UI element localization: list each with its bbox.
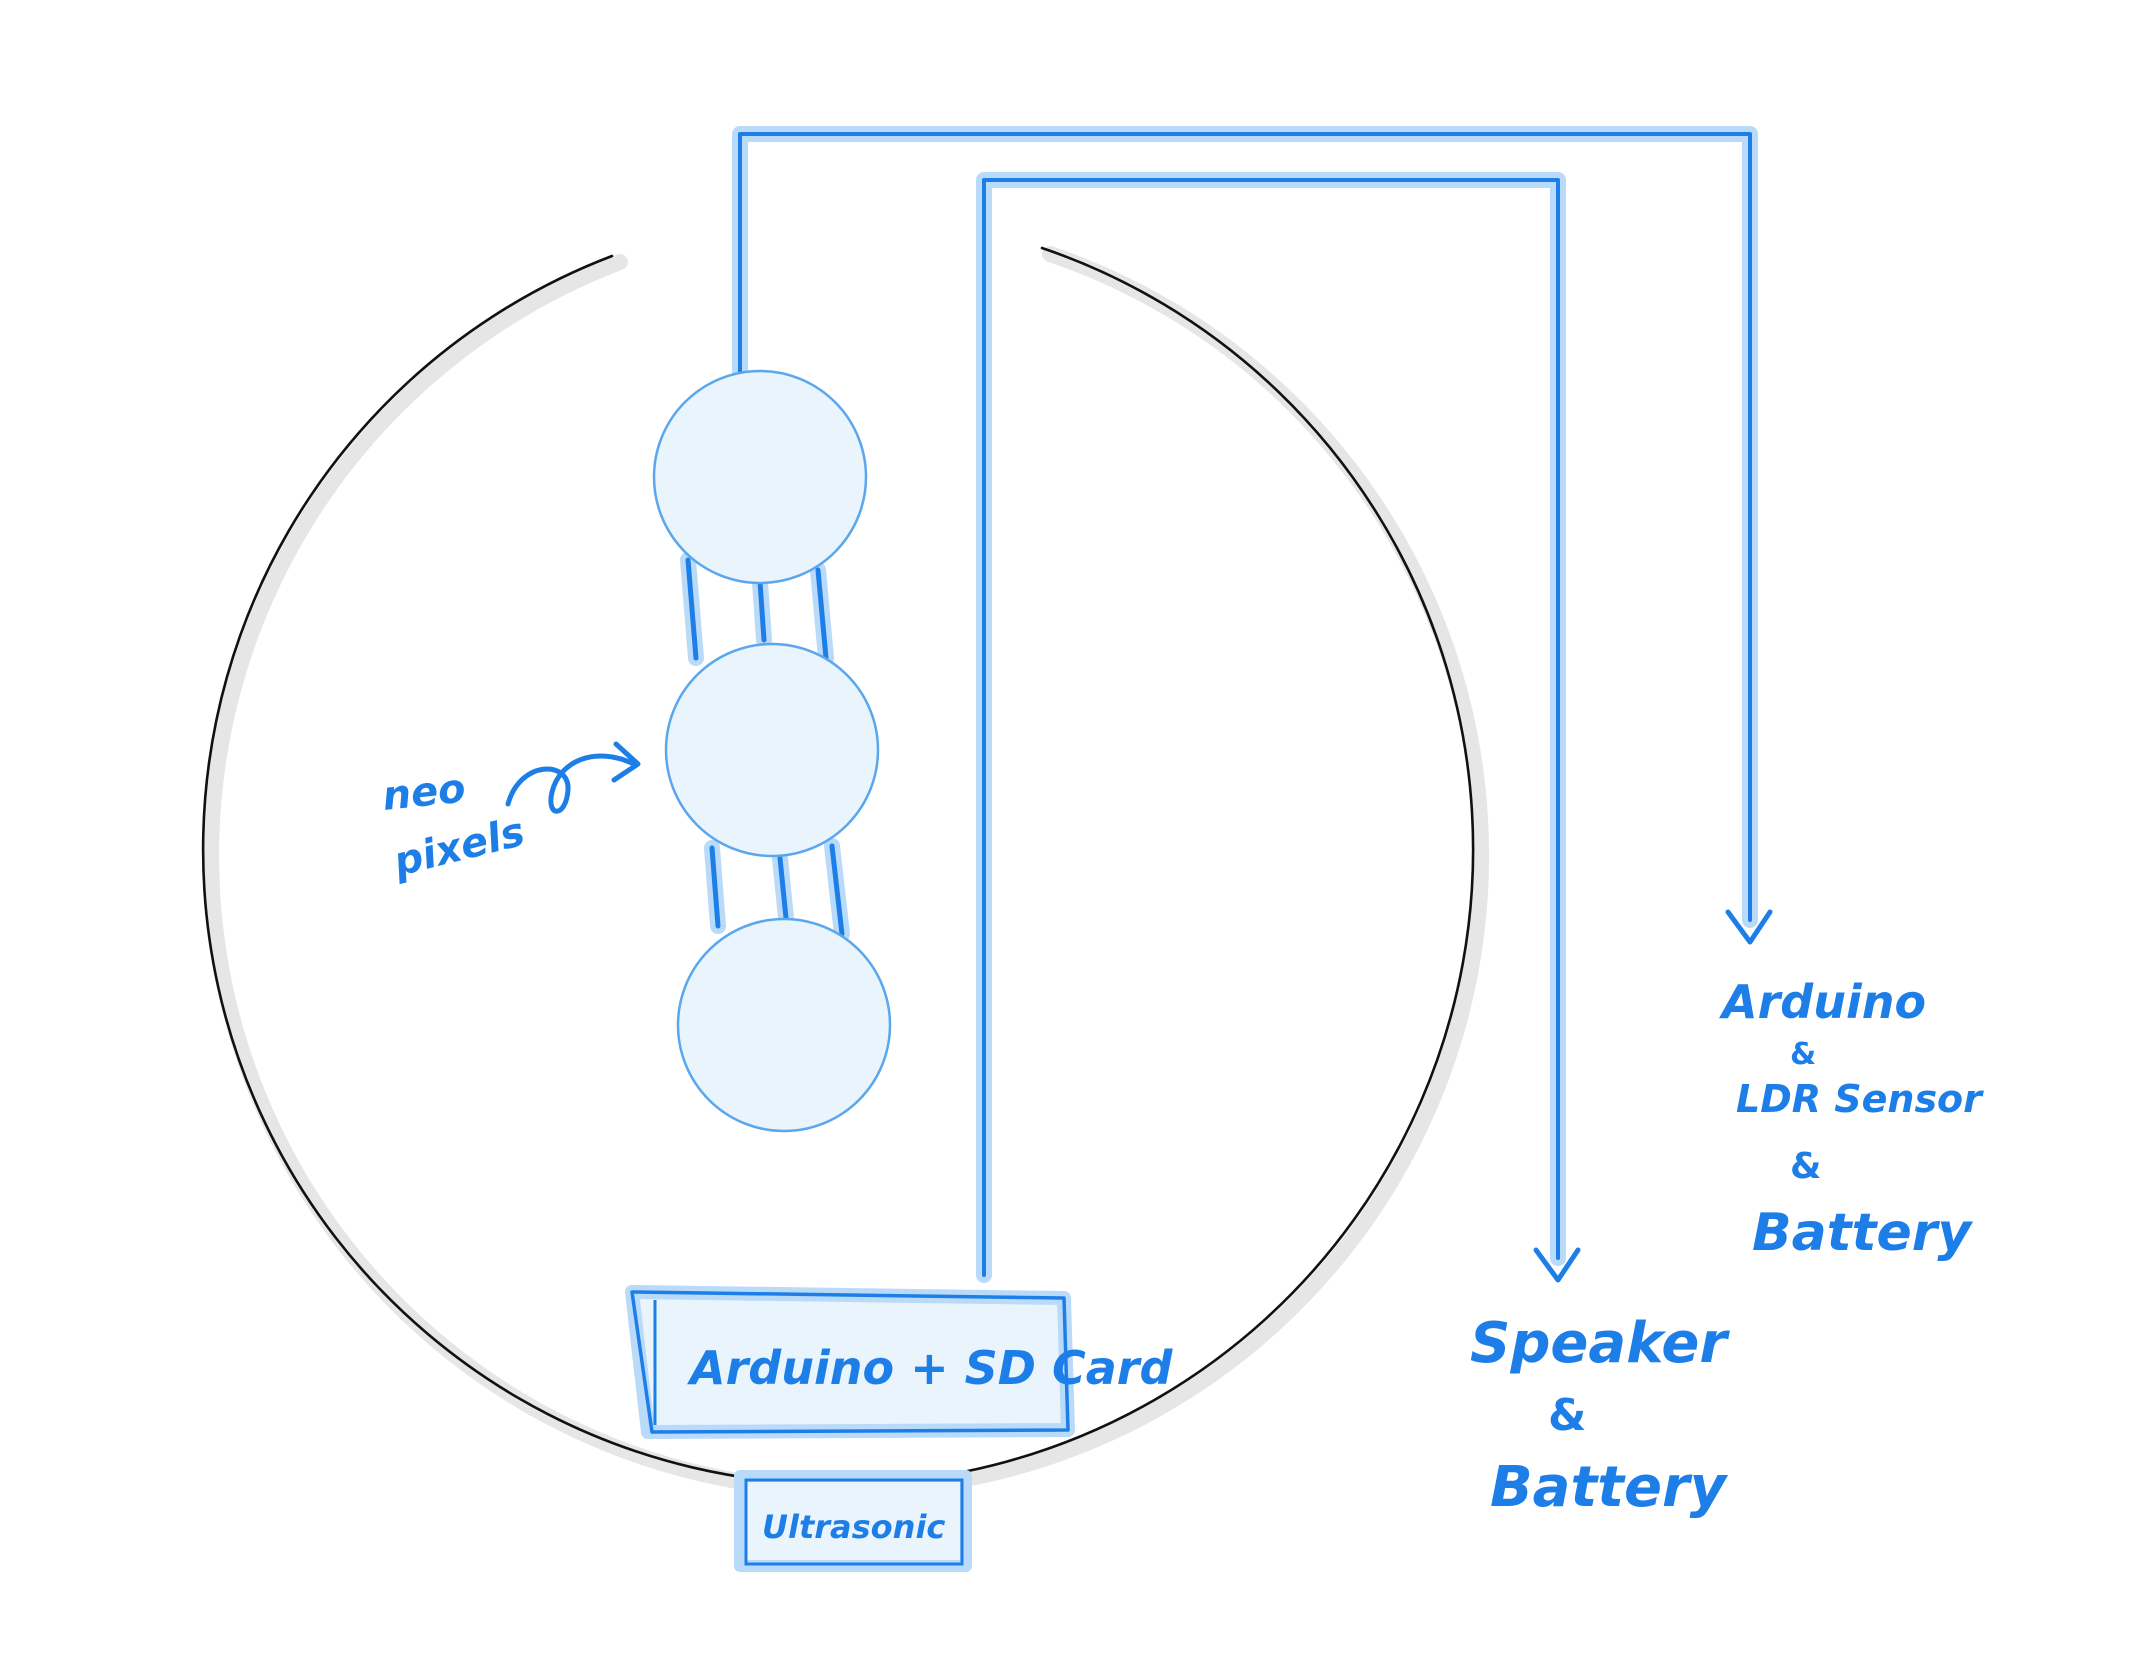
- neo-pixels-label-line2: pixels: [388, 809, 529, 886]
- wire-arduino-to-speaker: [976, 172, 1581, 1283]
- right-label-line1: Arduino: [1719, 975, 1926, 1029]
- right-label-line3: LDR Sensor: [1736, 1077, 1984, 1121]
- right-label-line5: Battery: [1752, 1203, 1973, 1263]
- wire-neopixel-to-arduino-ldr: [732, 126, 1773, 945]
- neo-pixels-label-line1: neo: [380, 766, 467, 820]
- ultrasonic-box: Ultrasonic: [734, 1470, 972, 1572]
- speaker-label-line3: Battery: [1490, 1455, 1729, 1520]
- right-label-line2: &: [1790, 1037, 1816, 1072]
- arduino-sd-label: Arduino + SD Card: [687, 1341, 1173, 1395]
- speaker-label-line2: &: [1548, 1390, 1586, 1441]
- curly-arrow: [505, 753, 637, 814]
- neopixel-connectors: [680, 552, 850, 942]
- neopixel-top: [652, 369, 868, 585]
- speaker-battery-label: Speaker & Battery: [1470, 1311, 1730, 1520]
- arduino-ldr-battery-label: Arduino & LDR Sensor & Battery: [1719, 975, 1984, 1263]
- ultrasonic-label: Ultrasonic: [762, 1508, 945, 1546]
- neo-pixels-annotation: neo pixels: [380, 741, 641, 886]
- neopixel-bottom: [676, 917, 892, 1133]
- neopixel-middle: [664, 642, 880, 858]
- speaker-label-line1: Speaker: [1470, 1311, 1730, 1376]
- arduino-sd-box: Arduino + SD Card: [625, 1285, 1173, 1439]
- curly-arrow-head: [611, 741, 641, 783]
- right-label-line4: &: [1790, 1146, 1821, 1187]
